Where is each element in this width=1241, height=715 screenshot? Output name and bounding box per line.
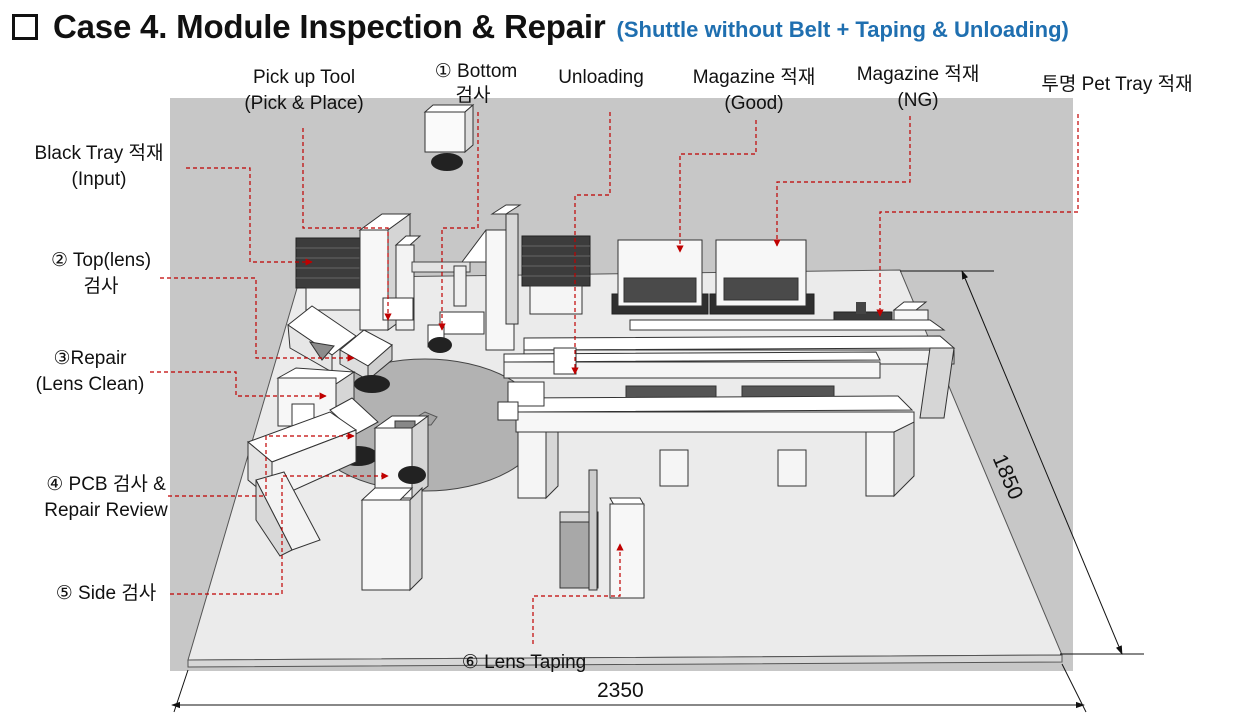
label-bottom-inspection: ① Bottom 검사: [434, 61, 518, 106]
dimension-lines: [171, 270, 1144, 713]
black-tray-output: [521, 235, 591, 315]
label-pickup-tool: Pick up Tool (Pick & Place): [244, 67, 364, 114]
label-side-inspection: ⑤ Side 검사: [55, 583, 157, 604]
label-unloading: Unloading: [558, 67, 644, 88]
label-black-tray: Black Tray 적재 (Input): [34, 143, 164, 190]
lens-taping-station: [559, 469, 645, 599]
pcb-inspection-unit: [247, 411, 358, 557]
label-magazine-good: Magazine 적재 (Good): [692, 67, 816, 114]
label-lens-taping: ⑥ Lens Taping: [461, 652, 587, 673]
magazine-good: [611, 239, 709, 315]
dimension-width-label: 2350: [597, 679, 644, 702]
leader-lines: [150, 112, 1079, 644]
shuttle-rails: [497, 319, 956, 500]
bottom-inspection-camera: [423, 103, 475, 171]
title-subtitle: (Shuttle without Belt + Taping & Unloadi…: [616, 17, 1069, 42]
label-top-lens-inspection: ② Top(lens) 검사: [50, 250, 152, 297]
side-inspection-unit: [360, 415, 430, 592]
label-pcb-inspection: ④ PCB 검사 & Repair Review: [44, 474, 168, 521]
label-repair: ③Repair (Lens Clean): [35, 348, 145, 395]
hollow-square-icon: [12, 14, 38, 40]
magazine-ng: [709, 239, 815, 315]
title-main: Case 4. Module Inspection & Repair: [53, 8, 606, 45]
black-tray-input: [295, 237, 371, 311]
label-magazine-ng: Magazine 적재 (NG): [856, 64, 980, 111]
label-pet-tray: 투명 Pet Tray 적재: [1041, 74, 1193, 95]
page-title: Case 4. Module Inspection & Repair (Shut…: [12, 4, 1069, 50]
